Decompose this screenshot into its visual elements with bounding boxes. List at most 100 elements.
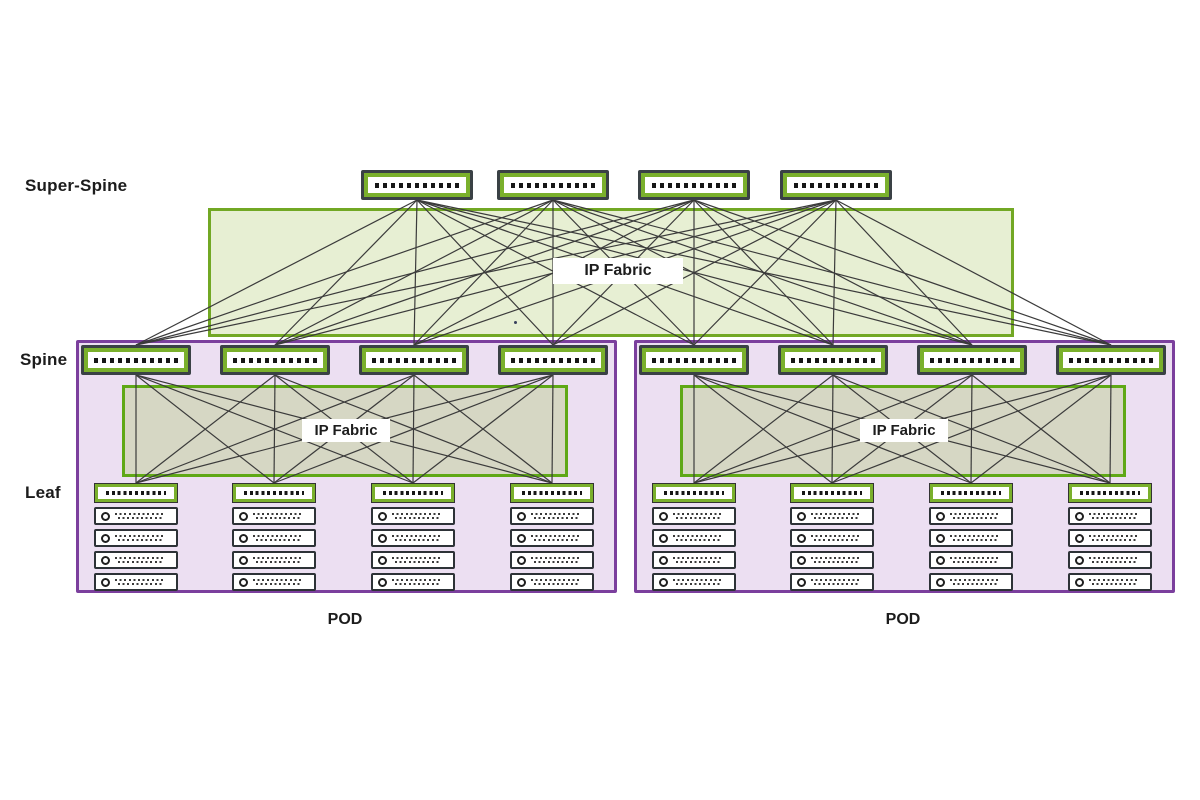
super-spine-switch bbox=[497, 170, 609, 200]
dot-row bbox=[950, 535, 1000, 537]
dot-row bbox=[1092, 517, 1138, 519]
port-dots bbox=[651, 182, 737, 188]
dot-row bbox=[1089, 579, 1139, 581]
dot-row bbox=[534, 539, 580, 541]
dot-row bbox=[392, 579, 442, 581]
link-line bbox=[693, 199, 837, 346]
server-unit bbox=[652, 507, 736, 525]
server-label-dots bbox=[811, 579, 868, 585]
port-dots bbox=[791, 357, 875, 363]
server-label-dots bbox=[950, 535, 1007, 541]
pod-label: POD bbox=[885, 611, 921, 628]
server-label-dots bbox=[531, 557, 588, 563]
dot-row bbox=[253, 513, 303, 515]
drive-icon bbox=[239, 577, 248, 587]
server-unit bbox=[929, 529, 1013, 547]
server-label-dots bbox=[115, 579, 172, 585]
dot-row bbox=[953, 583, 999, 585]
super-spine-switch bbox=[361, 170, 473, 200]
spine-switch bbox=[359, 345, 469, 375]
server-unit bbox=[929, 551, 1013, 569]
dot-row bbox=[673, 513, 723, 515]
server-unit bbox=[929, 507, 1013, 525]
drive-icon bbox=[517, 577, 526, 587]
leaf-switch bbox=[790, 483, 874, 503]
drive-icon bbox=[1075, 511, 1084, 521]
server-unit bbox=[1068, 551, 1152, 569]
dot-row bbox=[256, 561, 302, 563]
drive-icon bbox=[378, 555, 387, 565]
dot-row bbox=[534, 561, 580, 563]
link-line bbox=[552, 199, 837, 346]
ip-fabric-label: IP Fabric bbox=[302, 419, 390, 442]
server-unit bbox=[371, 529, 455, 547]
server-unit bbox=[232, 507, 316, 525]
link-line bbox=[1109, 374, 1112, 484]
server-label-dots bbox=[1089, 535, 1146, 541]
drive-icon bbox=[797, 577, 806, 587]
server-label-dots bbox=[531, 579, 588, 585]
server-unit bbox=[510, 529, 594, 547]
link-line bbox=[135, 199, 418, 346]
server-unit bbox=[510, 551, 594, 569]
dot-row bbox=[673, 557, 723, 559]
dot-row bbox=[1092, 561, 1138, 563]
dot-row bbox=[953, 561, 999, 563]
dot-row bbox=[118, 539, 164, 541]
drive-icon bbox=[517, 511, 526, 521]
link-line bbox=[693, 374, 834, 484]
drive-icon bbox=[936, 511, 945, 521]
ip-fabric-label: IP Fabric bbox=[860, 419, 948, 442]
link-line bbox=[693, 374, 973, 484]
drive-icon bbox=[378, 577, 387, 587]
super-spine-switch bbox=[638, 170, 750, 200]
drive-icon bbox=[936, 577, 945, 587]
dot-row bbox=[115, 513, 165, 515]
leaf-switch bbox=[510, 483, 594, 503]
drive-icon bbox=[378, 533, 387, 543]
link-line bbox=[412, 374, 554, 484]
server-unit bbox=[371, 573, 455, 591]
server-label-dots bbox=[673, 513, 730, 519]
server-label-dots bbox=[1089, 557, 1146, 563]
drive-icon bbox=[101, 555, 110, 565]
server-unit bbox=[232, 573, 316, 591]
leaf-rack bbox=[1068, 483, 1152, 591]
drive-icon bbox=[239, 533, 248, 543]
server-unit bbox=[1068, 573, 1152, 591]
link-line bbox=[135, 199, 695, 346]
leaf-rack bbox=[790, 483, 874, 591]
link-line bbox=[135, 199, 554, 346]
server-unit bbox=[652, 529, 736, 547]
drive-icon bbox=[517, 533, 526, 543]
port-dots bbox=[664, 491, 724, 495]
server-unit bbox=[232, 551, 316, 569]
server-label-dots bbox=[253, 535, 310, 541]
dot-row bbox=[531, 557, 581, 559]
port-dots bbox=[244, 491, 304, 495]
server-unit bbox=[790, 529, 874, 547]
dot-row bbox=[676, 539, 722, 541]
link-line bbox=[835, 199, 973, 346]
link-line bbox=[135, 199, 837, 346]
dot-row bbox=[1092, 583, 1138, 585]
dot-row bbox=[953, 517, 999, 519]
row-label-spine: Spine bbox=[20, 350, 68, 369]
ip-fabric-label: IP Fabric bbox=[553, 258, 683, 284]
drive-icon bbox=[239, 511, 248, 521]
dot-row bbox=[673, 579, 723, 581]
server-unit bbox=[94, 551, 178, 569]
leaf-rack bbox=[94, 483, 178, 591]
spine-switch bbox=[220, 345, 330, 375]
port-dots bbox=[233, 357, 317, 363]
dot-row bbox=[253, 579, 303, 581]
port-dots bbox=[652, 357, 736, 363]
leaf-switch bbox=[371, 483, 455, 503]
leaf-rack bbox=[371, 483, 455, 591]
server-label-dots bbox=[811, 513, 868, 519]
port-dots bbox=[522, 491, 582, 495]
drive-icon bbox=[101, 511, 110, 521]
pod-right: IP Fabric bbox=[634, 340, 1175, 593]
